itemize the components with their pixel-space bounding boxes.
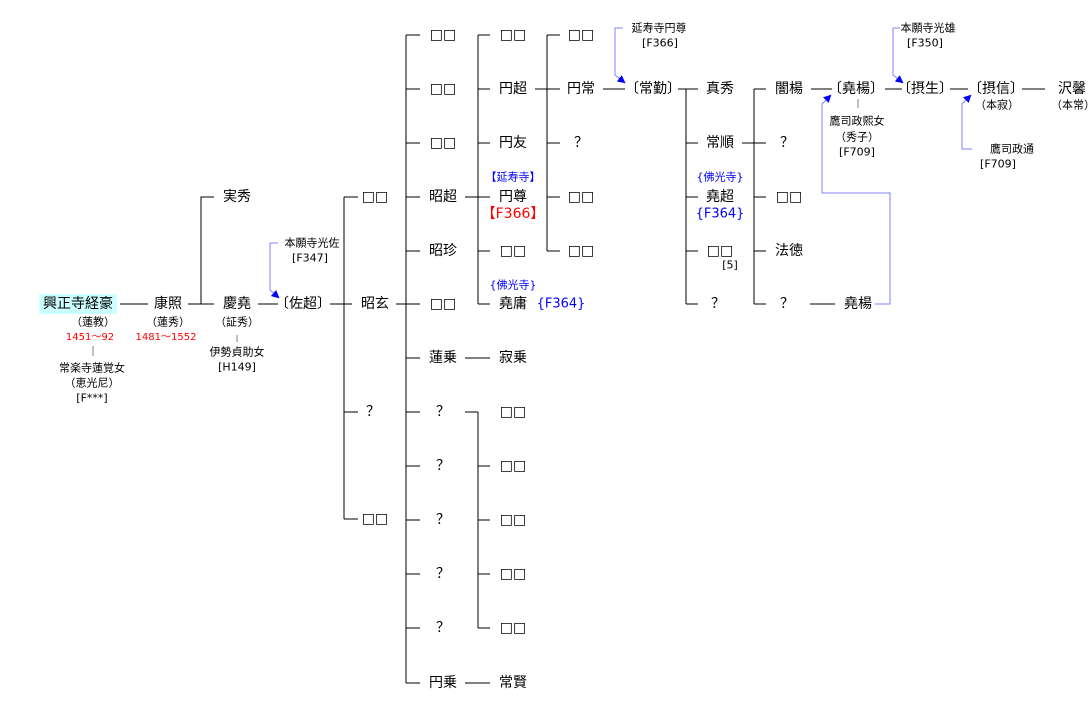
person-jokin-father-ref: [F366]: [642, 36, 678, 50]
person-g4-8: □□: [499, 404, 527, 420]
person-g4-11: □□: [499, 566, 527, 582]
person-keigyo-wife: 伊勢貞助女: [209, 345, 265, 359]
person-g7-1: 真秀: [706, 81, 734, 97]
person-g7-2: 常順: [706, 135, 734, 151]
person-g3-10: ？: [436, 512, 450, 528]
person-g7-5: ？: [711, 296, 725, 312]
person-root-years: 1451～92: [65, 332, 115, 343]
person-sesshin: 〔摂信〕: [968, 81, 1024, 97]
person-g8-3: □□: [775, 189, 803, 205]
person-g3-11: ？: [436, 566, 450, 582]
person-gyoyo-wife-ref: [F709]: [839, 145, 875, 159]
person-g4-5: □□: [499, 243, 527, 259]
person-g4-6-ref: {F364}: [536, 296, 586, 312]
person-g4-2: 円超: [499, 81, 527, 97]
person-g8-4: 法徳: [775, 243, 803, 259]
person-g4-6-temple: {佛光寺}: [489, 278, 537, 292]
person-sesshin-father-ref: [F709]: [980, 157, 1016, 171]
adoption-arrows: [269, 27, 972, 305]
person-g5-1: □□: [567, 27, 595, 43]
person-g4-4-temple: 【延寿寺】: [485, 170, 541, 184]
person-gyoyo-wife: 鷹司政熙女: [829, 114, 885, 128]
person-g3-7: 蓮乗: [429, 350, 457, 366]
person-g2-a: □□: [361, 189, 389, 205]
person-g3-12: ？: [436, 620, 450, 636]
person-sesshin-father: 鷹司政通: [990, 142, 1034, 156]
person-g3-6: □□: [429, 296, 457, 312]
person-keigyo: 慶堯: [223, 296, 251, 312]
person-sacho-father-ref: [F347]: [292, 251, 328, 265]
person-keigyo-alias: （証秀）: [215, 315, 259, 329]
person-jitsushu: 実秀: [223, 189, 251, 205]
person-g5-5: □□: [567, 243, 595, 259]
person-g8-2: ？: [780, 135, 794, 151]
person-g8-5: ？: [780, 296, 794, 312]
person-g4-4-ref: 【F366】: [481, 206, 545, 222]
person-g3-2: □□: [429, 81, 457, 97]
person-root-alias: （蓮教）: [71, 315, 115, 329]
person-g4-9: □□: [499, 458, 527, 474]
person-g4-10: □□: [499, 512, 527, 528]
person-sesshin-alias: （本寂）: [975, 98, 1019, 112]
person-sessho-father-ref: [F350]: [907, 36, 943, 50]
person-sacho: 〔佐超〕: [275, 296, 331, 312]
person-gyoyo: 〔堯楊〕: [828, 81, 884, 97]
person-gyoyo-b: 堯楊: [844, 296, 872, 312]
person-kosho: 康照: [154, 296, 182, 312]
person-gyoyo-wife-alias: （秀子）: [835, 130, 879, 144]
person-g7-3-ref: {F364}: [695, 206, 745, 222]
person-root: 興正寺経豪: [39, 294, 117, 314]
person-g2-c: □□: [361, 511, 389, 527]
person-g7-4-note: [5]: [722, 258, 738, 272]
person-g4-1: □□: [499, 27, 527, 43]
person-g2-b: ？: [366, 404, 380, 420]
person-g5-2: 円常: [567, 81, 595, 97]
person-g5-4: □□: [567, 189, 595, 205]
person-g8-1: 闇楊: [775, 81, 803, 97]
person-sessho: 〔摂生〕: [897, 81, 953, 97]
lineage-lines: [92, 34, 1045, 684]
person-root-wife: 常楽寺蓮覚女: [59, 361, 125, 375]
person-root-wife-ref: [F***]: [76, 391, 108, 405]
person-keigyo-wife-ref: [H149]: [218, 360, 256, 374]
person-g7-3: 堯超: [706, 189, 734, 205]
person-sessho-father: 本願寺光雄: [900, 21, 956, 35]
person-g3-4: 昭超: [429, 189, 457, 205]
person-g4-7: 寂乗: [499, 350, 527, 366]
person-g3-5: 昭珍: [429, 243, 457, 259]
person-sacho-father: 本願寺光佐: [284, 236, 340, 250]
person-jokin: 〔常勤〕: [625, 81, 681, 97]
person-takukei: 沢馨: [1058, 81, 1086, 97]
person-kosho-alias: （蓮秀）: [146, 315, 190, 329]
person-g4-12: □□: [499, 620, 527, 636]
person-jokin-father: 延寿寺円尊: [631, 21, 687, 35]
person-g4-3: 円友: [499, 135, 527, 151]
person-takukei-alias: （本常）: [1051, 98, 1089, 112]
person-g4-13: 常賢: [499, 675, 527, 691]
person-g7-3-temple: {佛光寺}: [696, 170, 744, 184]
person-g7-4: □□: [706, 243, 734, 259]
person-g3-13: 円乗: [429, 675, 457, 691]
person-g3-8: ？: [436, 404, 450, 420]
person-g3-3: □□: [429, 135, 457, 151]
person-kosho-years: 1481～1552: [135, 332, 197, 343]
person-root-wife-alias: （恵光尼）: [64, 376, 120, 390]
person-g4-6: 堯庸: [499, 296, 527, 312]
person-g5-3: ？: [574, 135, 588, 151]
person-g3-1: □□: [429, 27, 457, 43]
person-g3-9: ？: [436, 458, 450, 474]
person-shogen: 昭玄: [361, 296, 389, 312]
person-g4-4: 円尊: [499, 189, 527, 205]
